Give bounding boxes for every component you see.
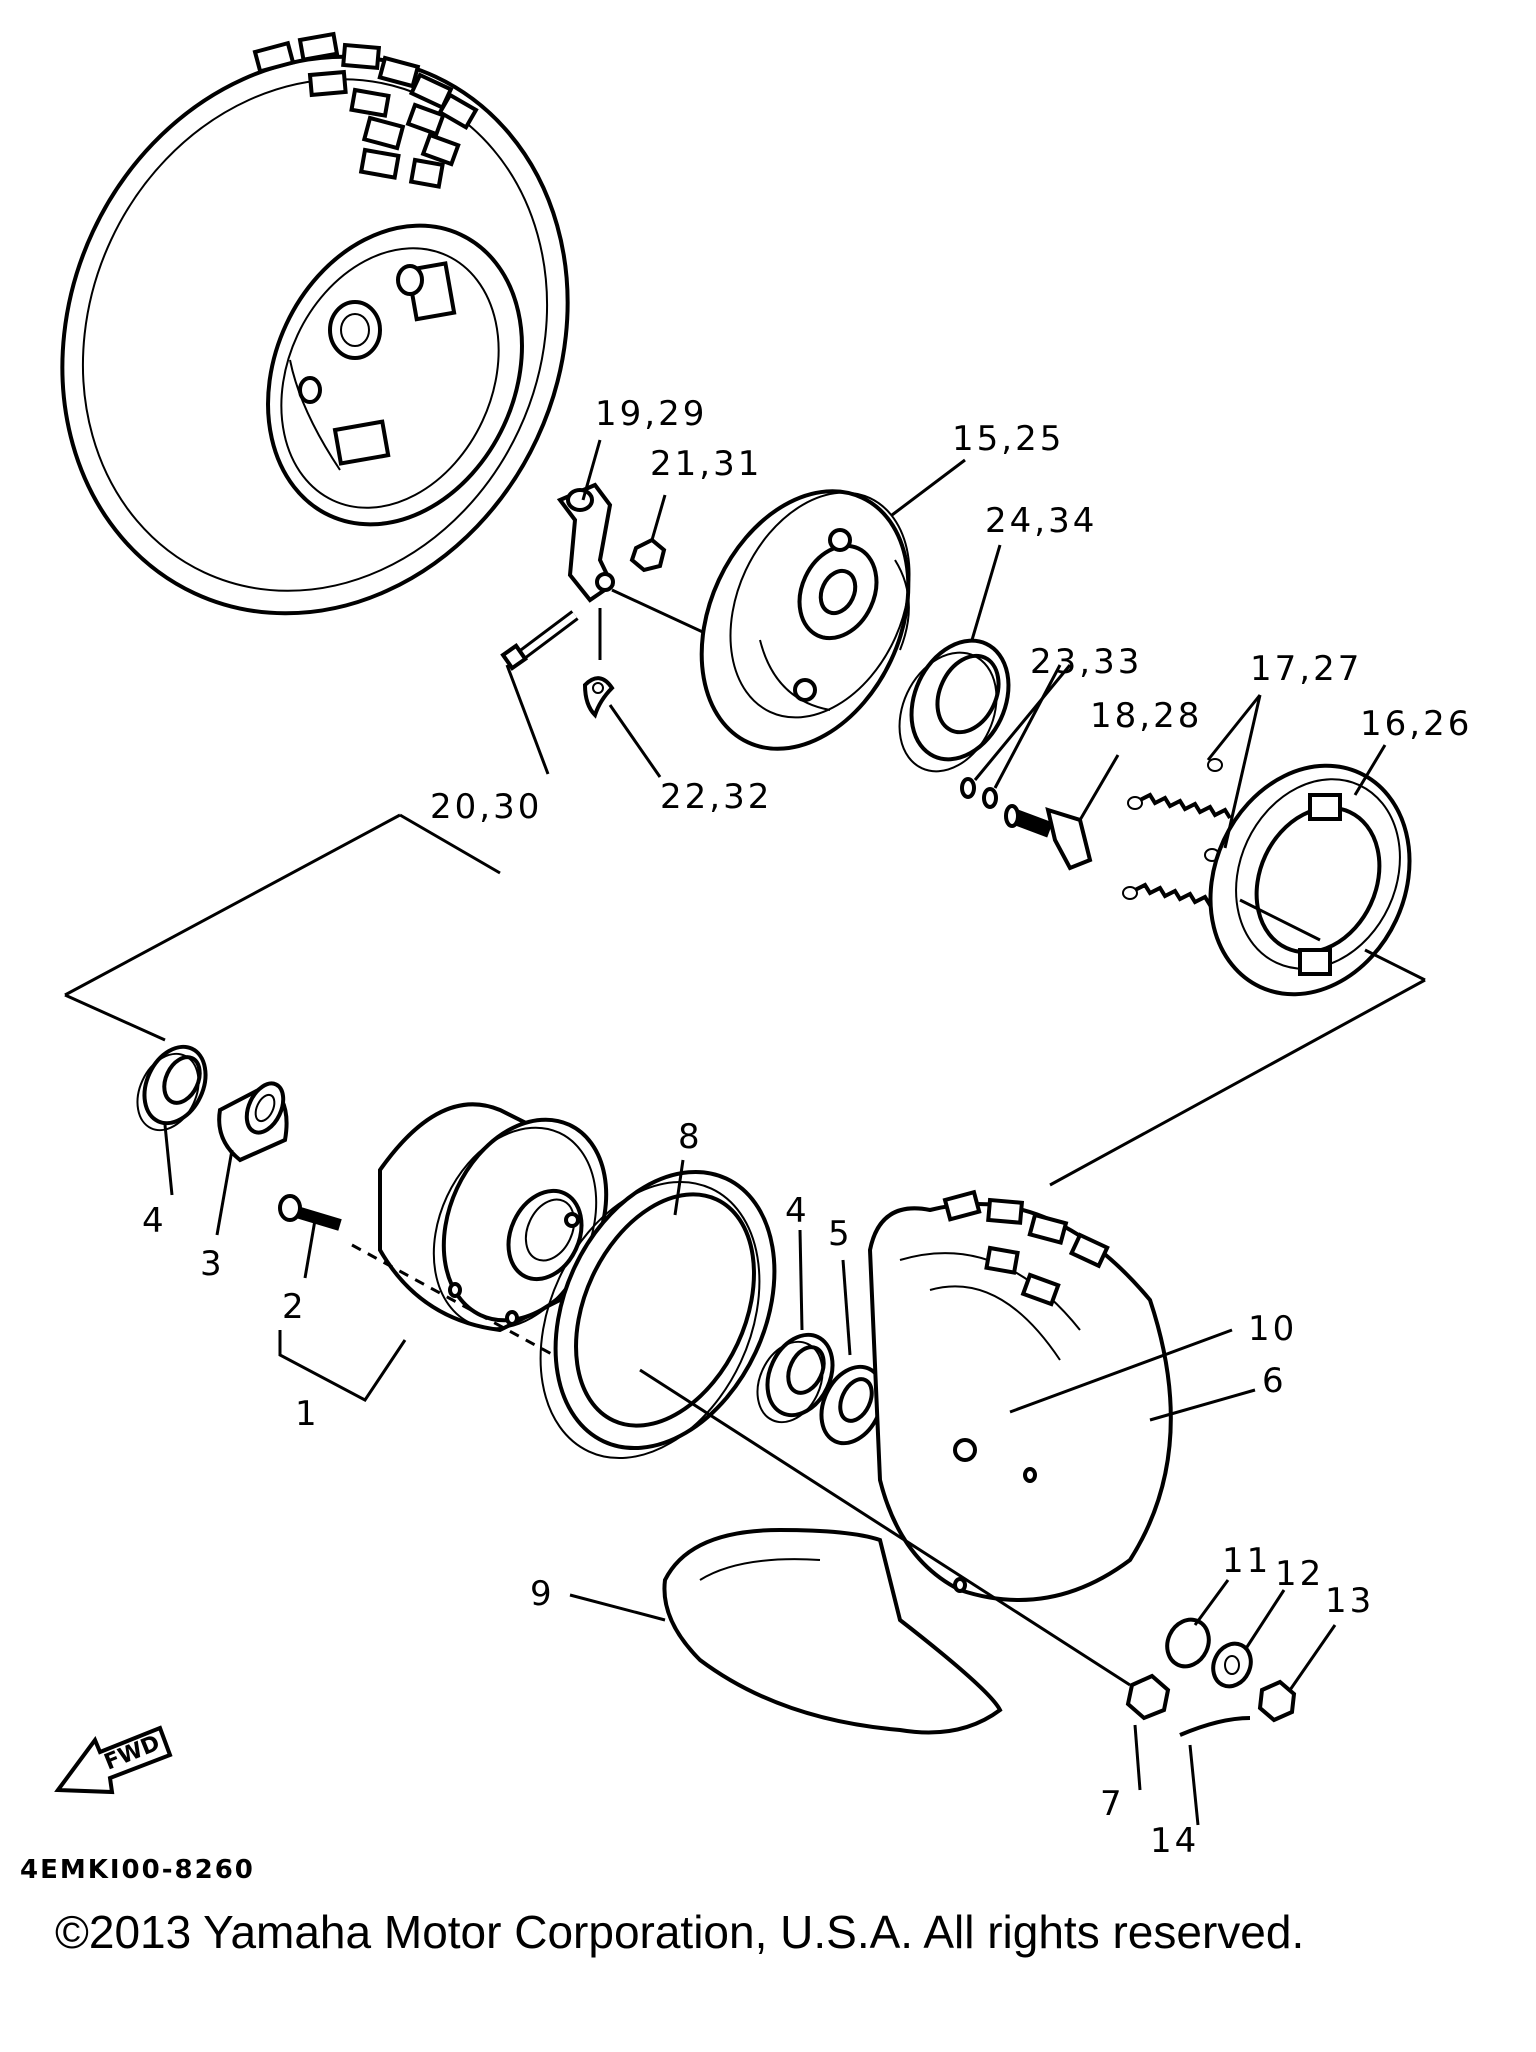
tire-and-rim <box>639 1189 1173 1735</box>
o-rings <box>960 777 998 809</box>
callout-2: 2 <box>282 1287 307 1327</box>
fwd-arrow-icon: FWD <box>54 1725 173 1795</box>
callout-1: 1 <box>295 1394 320 1434</box>
callout-17-27: 17,27 <box>1250 649 1362 689</box>
brake-shoe-plate <box>699 489 911 751</box>
hub-bolt <box>278 1194 342 1231</box>
callout-3: 3 <box>200 1244 225 1284</box>
oil-seal-5 <box>819 1364 885 1446</box>
callout-10: 10 <box>1248 1309 1297 1349</box>
callout-4-right: 4 <box>785 1191 810 1231</box>
callout-11: 11 <box>1222 1541 1271 1581</box>
callout-22-32: 22,32 <box>660 777 772 817</box>
callout-4-left: 4 <box>142 1201 167 1241</box>
brake-drum <box>539 1169 777 1460</box>
callout-6: 6 <box>1262 1361 1287 1401</box>
callout-16-26: 16,26 <box>1360 704 1472 744</box>
brake-shoes <box>1208 763 1412 997</box>
callout-8: 8 <box>678 1117 703 1157</box>
brake-camshaft-lever <box>500 482 721 719</box>
callout-20-30: 20,30 <box>430 787 542 827</box>
assembled-wheel <box>60 31 570 616</box>
callout-12: 12 <box>1275 1554 1324 1594</box>
callout-24-34: 24,34 <box>985 501 1097 541</box>
callout-9: 9 <box>530 1574 555 1614</box>
callout-15-25: 15,25 <box>952 419 1064 459</box>
bearing-right <box>756 1332 835 1424</box>
callout-labels: 19,29 21,31 15,25 24,34 23,33 18,28 17,2… <box>142 394 1472 1861</box>
callout-14: 14 <box>1150 1821 1199 1861</box>
spacer <box>217 1081 289 1163</box>
copyright-notice: ©2013 Yamaha Motor Corporation, U.S.A. A… <box>55 1906 1305 1958</box>
callout-21-31: 21,31 <box>650 444 762 484</box>
callout-13: 13 <box>1325 1581 1374 1621</box>
callout-5: 5 <box>828 1214 853 1254</box>
callout-7: 7 <box>1100 1784 1125 1824</box>
assembly-outline <box>64 813 1426 1187</box>
axle-hardware <box>1125 1617 1297 1737</box>
brake-camshaft <box>1004 804 1093 871</box>
oil-seal <box>898 638 1011 773</box>
callout-19-29: 19,29 <box>595 394 707 434</box>
tread-blocks <box>252 31 479 189</box>
callout-18-28: 18,28 <box>1090 696 1202 736</box>
bearing-left <box>136 1044 208 1132</box>
leader-lines <box>163 439 1387 1826</box>
diagram-code: 4EMKI00-8260 <box>20 1855 255 1885</box>
callout-23-33: 23,33 <box>1030 642 1142 682</box>
